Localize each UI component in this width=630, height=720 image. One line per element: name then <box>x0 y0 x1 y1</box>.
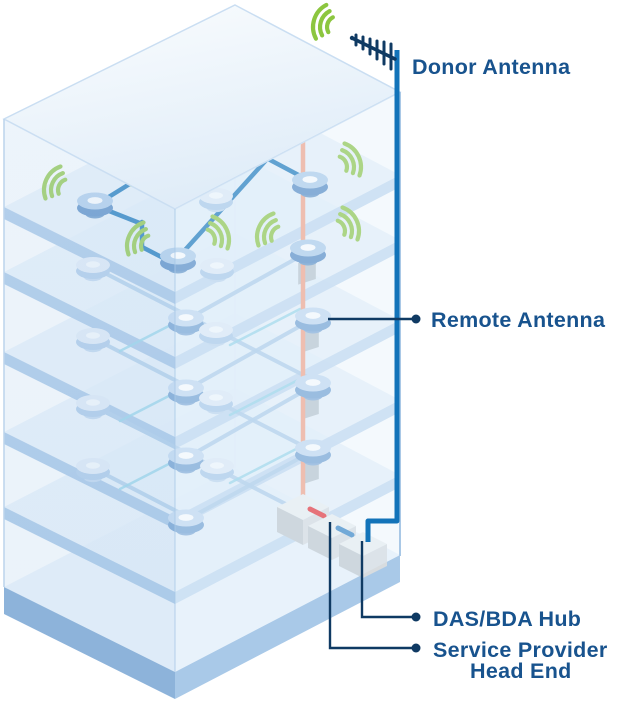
donor-antenna-icon <box>349 33 397 71</box>
head-end-label: Head End <box>470 659 572 683</box>
hub-leader <box>360 541 412 619</box>
red-jumper-cable <box>307 506 327 519</box>
head-end-dot <box>411 643 421 653</box>
donor-antenna-label: Donor Antenna <box>412 55 571 79</box>
das-bda-hub-label: DAS/BDA Hub <box>433 607 581 631</box>
building-walls <box>3 92 401 672</box>
remote-antenna-dot <box>411 314 421 324</box>
hub-dot <box>411 612 421 622</box>
remote-antenna-label: Remote Antenna <box>431 308 606 332</box>
service-provider-label: Service Provider <box>433 638 608 662</box>
callout-leaders <box>328 314 421 653</box>
donor-feed-cable <box>365 50 400 542</box>
donor-antenna-assembly <box>307 4 400 542</box>
wifi-signal-icon <box>307 4 338 39</box>
head-end-leader <box>328 522 412 650</box>
blue-jumper-cable <box>335 525 355 538</box>
